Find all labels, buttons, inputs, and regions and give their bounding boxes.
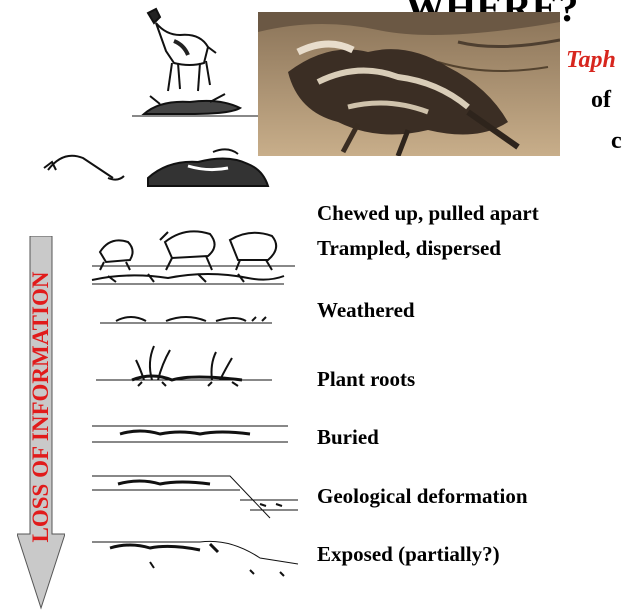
collapsed-carcass-icon xyxy=(130,92,260,122)
slide-subtitle-line-2: of xyxy=(591,87,611,114)
stage-label-plant-roots: Plant roots xyxy=(317,367,415,392)
slide-subtitle: Taph xyxy=(566,47,616,74)
stage-label-trampled: Trampled, dispersed xyxy=(317,236,501,261)
stage-label-chewed: Chewed up, pulled apart xyxy=(317,201,539,226)
scavenged-carcass-icon xyxy=(38,140,273,190)
arrow-label: LOSS OF INFORMATION xyxy=(26,262,56,552)
buried-bones-icon xyxy=(90,420,290,446)
standing-goat-icon xyxy=(130,5,220,100)
exposed-bones-icon xyxy=(90,532,300,580)
weathered-bones-icon xyxy=(96,305,276,327)
fault-deformation-icon xyxy=(90,470,300,525)
stage-label-exposed: Exposed (partially?) xyxy=(317,542,500,567)
stage-label-buried: Buried xyxy=(317,425,379,450)
carcass-photo xyxy=(258,12,560,156)
dispersed-bones-icon xyxy=(88,262,288,290)
stage-label-geological: Geological deformation xyxy=(317,484,528,509)
slide-subtitle-line-3: c xyxy=(611,128,622,155)
stage-label-weathered: Weathered xyxy=(317,298,415,323)
plant-roots-icon xyxy=(92,342,277,387)
